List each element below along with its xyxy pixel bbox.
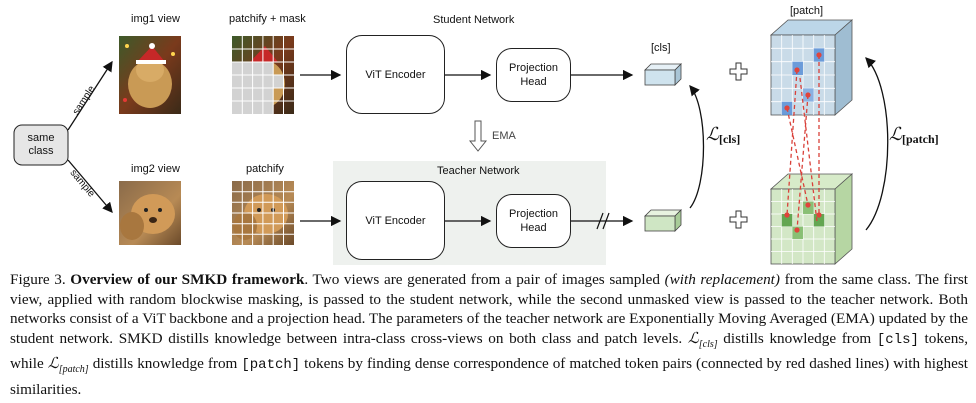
same-class-line2: class — [28, 145, 54, 157]
loss-cls-label: ℒ[cls] — [706, 124, 740, 147]
caption-s1a: . Two views are generated from a pair of… — [304, 271, 665, 288]
student-patch-cube — [769, 19, 854, 116]
caption-l-patch-sub: [patch] — [58, 364, 89, 376]
caption-s2b: tokens, while — [10, 329, 968, 373]
student-vit-encoder: ViT Encoder — [346, 35, 445, 114]
teacher-projection-head: Projection Head — [496, 194, 571, 248]
student-projection-head: Projection Head — [496, 48, 571, 102]
loss-cls-subscript: [cls] — [718, 132, 741, 146]
cls-token-label: [cls] — [651, 42, 671, 54]
teacher-network-label: Teacher Network — [437, 165, 520, 177]
loss-patch-subscript: [patch] — [901, 132, 939, 146]
ema-label: EMA — [492, 130, 516, 142]
teacher-projection-label: Projection — [509, 208, 558, 220]
student-projection-label: Projection — [509, 62, 558, 74]
cls-loss-arc — [689, 84, 705, 209]
loss-cls-symbol: ℒ — [706, 124, 719, 144]
img1-view-label: img1 view — [131, 13, 180, 25]
smkd-figure: img1 view patchify + mask Student Networ… — [13, 5, 939, 265]
matched-pair-dots — [784, 52, 822, 233]
figure-caption: Figure 3. Overview of our SMKD framework… — [10, 270, 968, 400]
img2-view-label: img2 view — [131, 163, 180, 175]
plus-sign-top — [729, 62, 748, 81]
caption-l-patch: ℒ — [47, 355, 59, 373]
caption-italic: (with replacement) — [664, 271, 780, 288]
caption-cls-token: [cls] — [876, 331, 919, 348]
caption-l-cls-sub: [cls] — [698, 338, 718, 350]
teacher-cls-token — [644, 209, 682, 232]
ema-arrow — [468, 120, 488, 152]
patchify-mask-label: patchify + mask — [229, 13, 306, 25]
student-vit-encoder-label: ViT Encoder — [365, 68, 426, 81]
caption-s2d: tokens by finding dense correspondence o… — [10, 355, 968, 399]
teacher-vit-encoder: ViT Encoder — [346, 181, 445, 260]
patch-grid-bottom — [232, 181, 294, 245]
teacher-vit-encoder-label: ViT Encoder — [365, 214, 426, 227]
caption-title: Overview of our SMKD framework — [70, 271, 305, 288]
sample-arrow-top — [67, 60, 113, 131]
loss-patch-label: ℒ[patch] — [889, 124, 939, 147]
caption-prefix: Figure 3. — [10, 271, 66, 288]
patch-loss-arc — [865, 57, 889, 231]
caption-s1b: from the same class. The first view, app… — [10, 271, 969, 347]
student-head-label: Head — [520, 76, 547, 88]
teacher-head-label: Head — [520, 222, 547, 234]
patchify-label: patchify — [246, 163, 284, 175]
patch-token-label: [patch] — [790, 5, 824, 17]
loss-patch-symbol: ℒ — [889, 124, 902, 144]
img2-view-image — [119, 181, 181, 245]
teacher-patch-cube — [769, 173, 854, 265]
sample-arrow-bottom — [67, 159, 113, 213]
plus-sign-bottom — [729, 210, 748, 229]
caption-patch-token: [patch] — [241, 357, 301, 374]
same-class-box — [13, 124, 69, 166]
caption-s2c: distills knowledge from — [88, 355, 242, 373]
same-class-label: same class — [26, 132, 56, 158]
student-cls-token — [644, 63, 682, 86]
caption-l-cls: ℒ — [687, 329, 699, 347]
matched-pair-lines — [786, 55, 820, 231]
img1-view-image — [119, 36, 181, 114]
same-class-line1: same — [27, 132, 55, 144]
stop-gradient-mark — [596, 212, 610, 230]
caption-s2a: distills knowledge from — [717, 329, 877, 347]
student-network-label: Student Network — [433, 14, 515, 26]
patch-grid-top — [232, 36, 294, 114]
figure-diagram — [13, 19, 889, 265]
